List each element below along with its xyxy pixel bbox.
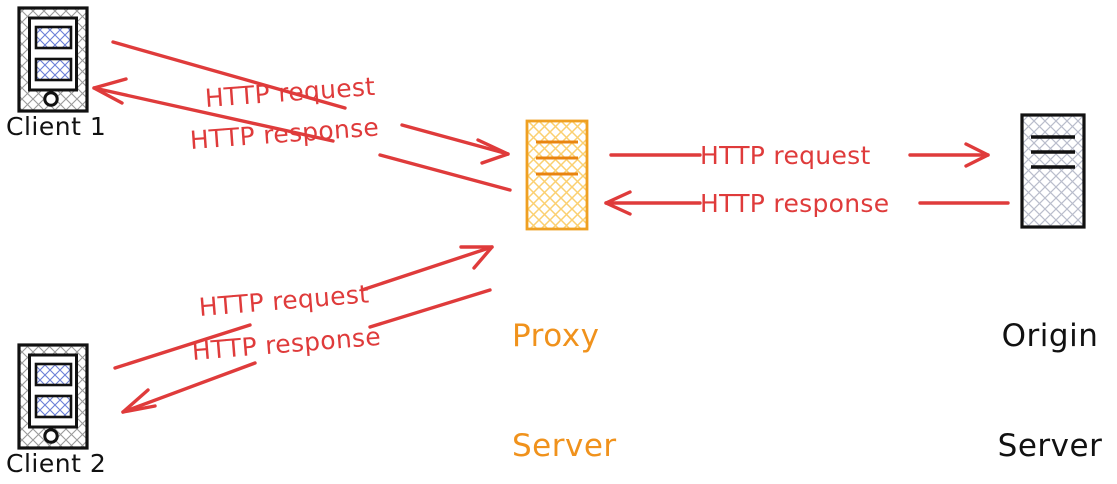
node-label-origin-line2: Server bbox=[997, 427, 1103, 464]
node-label-proxy-line1: Proxy bbox=[512, 318, 600, 355]
edge-label-origin-response: HTTP response bbox=[700, 189, 890, 218]
arrow-client1-to-proxy bbox=[111, 40, 510, 165]
node-label-client2: Client 2 bbox=[6, 449, 107, 478]
smartphone-icon-client2 bbox=[17, 343, 89, 450]
node-label-origin-line1: Origin bbox=[1001, 318, 1099, 355]
arrow-proxy-to-origin bbox=[609, 142, 990, 168]
server-icon-proxy bbox=[525, 119, 589, 231]
server-icon-origin bbox=[1020, 113, 1086, 229]
node-label-proxy: Proxy Server bbox=[512, 245, 617, 484]
node-label-client1: Client 1 bbox=[6, 112, 107, 141]
node-label-origin: Origin Server bbox=[985, 245, 1115, 484]
edge-label-origin-request: HTTP request bbox=[700, 141, 871, 170]
arrow-proxy-to-client2 bbox=[121, 288, 492, 414]
node-label-proxy-line2: Server bbox=[512, 427, 617, 464]
arrow-proxy-to-client1 bbox=[92, 77, 512, 192]
arrow-origin-to-proxy bbox=[604, 190, 1010, 216]
arrow-client2-to-proxy bbox=[113, 245, 494, 370]
smartphone-icon-client1 bbox=[17, 6, 89, 113]
